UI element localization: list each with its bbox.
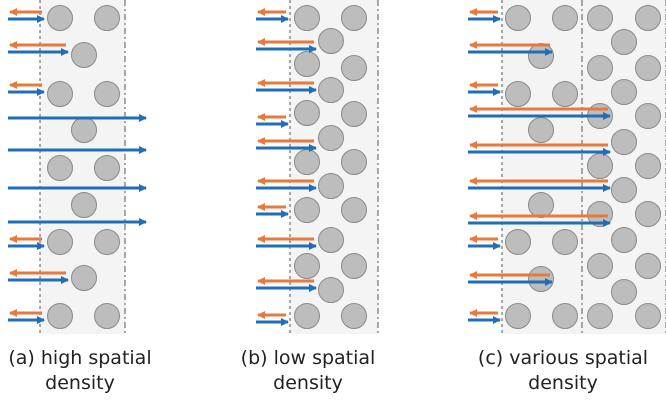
panel-a-particle <box>71 265 97 291</box>
panel-a-particle <box>47 155 73 181</box>
panel-a-particle <box>47 229 73 255</box>
panel-c-particle <box>528 117 554 143</box>
panel-c-particle <box>635 303 661 329</box>
panel-b-particle <box>294 303 320 329</box>
panel-c-particle <box>552 81 578 107</box>
panel-b-particle <box>318 28 344 54</box>
panel-c-particle <box>552 303 578 329</box>
panel-a-particle <box>94 5 120 31</box>
caption-a-line2: density <box>45 372 115 394</box>
panel-b-particle <box>341 5 367 31</box>
caption-c-line1: (c) various spatial <box>477 347 649 369</box>
caption-c-line2: density <box>528 372 598 394</box>
panel-c-particle <box>552 5 578 31</box>
panel-c-particle <box>611 177 637 203</box>
panel-a-particle <box>94 229 120 255</box>
panel-a-particle <box>71 117 97 143</box>
caption-b-line2: density <box>273 372 343 394</box>
panel-c-particle <box>587 5 613 31</box>
panel-b-particle <box>294 149 320 175</box>
panel-a-particle <box>47 81 73 107</box>
caption-a-line1: (a) high spatial <box>8 347 152 369</box>
panel-c-particle <box>587 55 613 81</box>
panel-a-particle <box>94 303 120 329</box>
panel-c-particle <box>611 129 637 155</box>
panel-b-particle <box>341 101 367 127</box>
panel-c-particle <box>635 55 661 81</box>
panel-b-particle <box>341 197 367 223</box>
particle-circles <box>47 5 661 329</box>
panel-c-particle <box>505 5 531 31</box>
panel-a-particle <box>47 303 73 329</box>
panel-b-particle <box>294 100 320 126</box>
panel-c-particle <box>635 201 661 227</box>
panel-b-particle <box>318 77 344 103</box>
panel-c-particle <box>635 253 661 279</box>
panel-a-particle <box>94 155 120 181</box>
panel-c-particle <box>635 103 661 129</box>
panel-c-particle <box>635 153 661 179</box>
panel-c-particle <box>528 266 554 292</box>
panel-c-particle <box>611 79 637 105</box>
panel-a-particle <box>71 192 97 218</box>
ray-arrows <box>8 8 611 326</box>
panel-b-particle <box>294 51 320 77</box>
panel-b-particle <box>294 197 320 223</box>
panel-a-particle <box>94 81 120 107</box>
panel-a-particle <box>47 5 73 31</box>
panel-b-particle <box>341 149 367 175</box>
caption-c: (c) various spatial density <box>460 346 666 396</box>
panel-c-particle <box>505 229 531 255</box>
panel-c-particle <box>505 81 531 107</box>
panel-c-particle <box>587 303 613 329</box>
panel-c-particle <box>528 43 554 69</box>
panel-a-particle <box>71 42 97 68</box>
panel-b-particle <box>341 55 367 81</box>
panel-c-particle <box>528 192 554 218</box>
panel-b-particle <box>341 303 367 329</box>
panel-c-particle <box>587 153 613 179</box>
panel-b-particle <box>294 5 320 31</box>
panel-c-particle <box>611 279 637 305</box>
panel-b-particle <box>318 173 344 199</box>
caption-a: (a) high spatial density <box>0 346 160 396</box>
panel-c-particle <box>611 29 637 55</box>
panel-c-particle <box>505 303 531 329</box>
panel-c-particle <box>635 5 661 31</box>
panel-c-particle <box>611 227 637 253</box>
panel-b-particle <box>318 125 344 151</box>
panel-b-particle <box>341 253 367 279</box>
panel-c-particle <box>552 229 578 255</box>
panel-c-particle <box>587 253 613 279</box>
panel-b-particle <box>318 227 344 253</box>
panel-b-particle <box>294 253 320 279</box>
caption-b: (b) low spatial density <box>228 346 388 396</box>
caption-b-line1: (b) low spatial <box>240 347 376 369</box>
panel-b-particle <box>318 277 344 303</box>
